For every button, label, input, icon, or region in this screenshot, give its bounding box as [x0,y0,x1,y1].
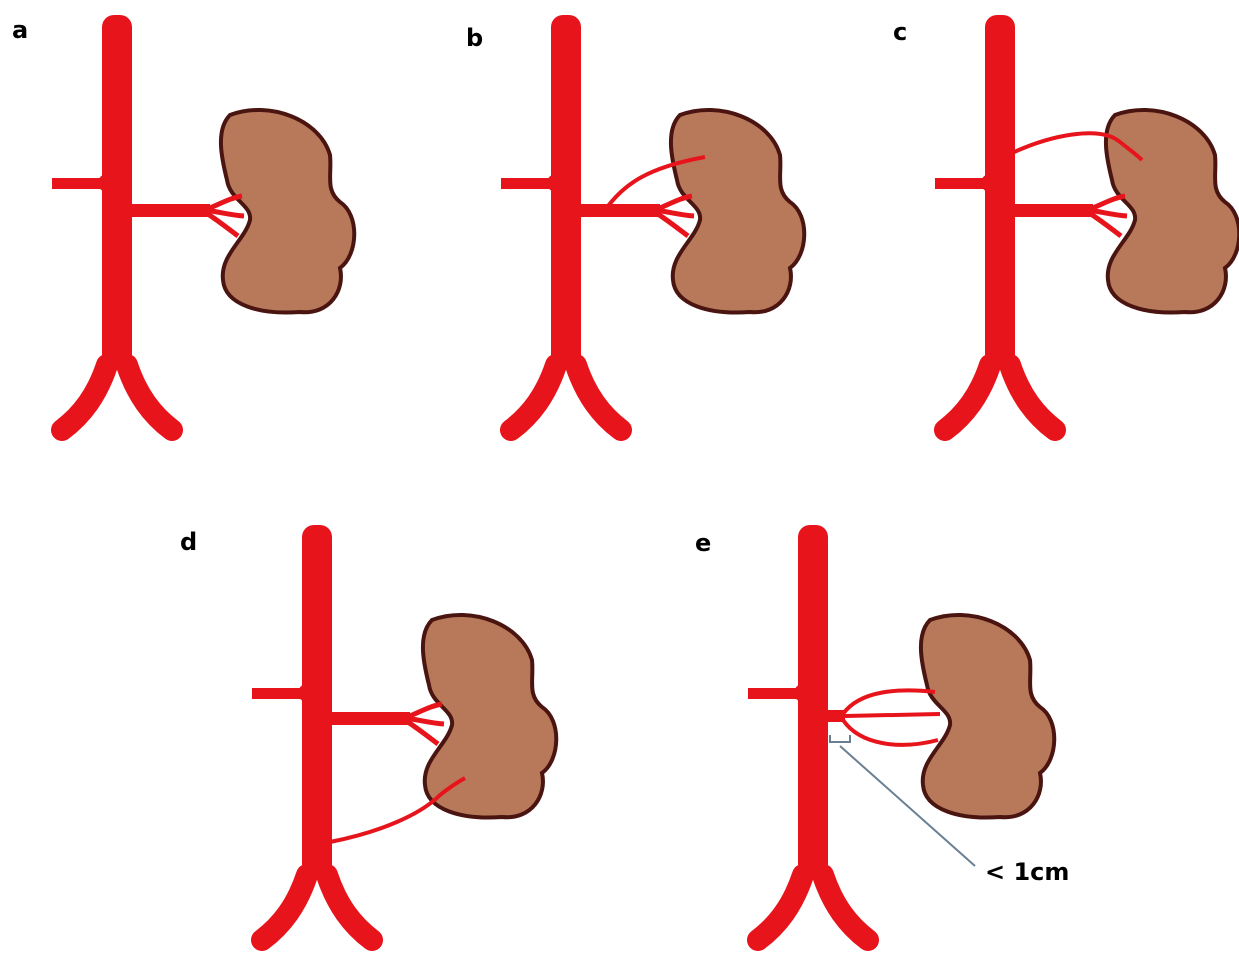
panel-b: b [466,15,804,430]
renal-artery [330,704,444,744]
aorta [501,15,621,430]
early-branch-lower [843,720,938,745]
kidney [671,110,804,313]
panel-label-b: b [466,24,483,52]
renal-artery [130,196,244,236]
kidney [221,110,354,313]
panel-a: a [12,15,354,430]
renal-artery [1013,196,1127,236]
panel-label-d: d [180,528,197,556]
kidney [921,615,1054,818]
aorta [748,525,868,940]
measurement-bracket [830,735,850,742]
renal-artery [580,196,694,236]
panel-d: d [180,525,556,940]
panel-label-e: e [695,529,711,557]
renal-artery-stem [825,710,845,722]
panel-label-c: c [893,18,907,46]
panel-label-a: a [12,16,28,44]
kidney [1106,110,1239,313]
panel-e: e < 1cm [695,525,1069,940]
annotation-label: < 1cm [985,858,1069,886]
aorta [935,15,1055,430]
panel-c: c [893,15,1239,430]
aorta [52,15,172,430]
aorta [252,525,372,940]
kidney [423,615,556,818]
early-branch-middle [845,714,940,716]
early-branch-upper [843,690,935,714]
